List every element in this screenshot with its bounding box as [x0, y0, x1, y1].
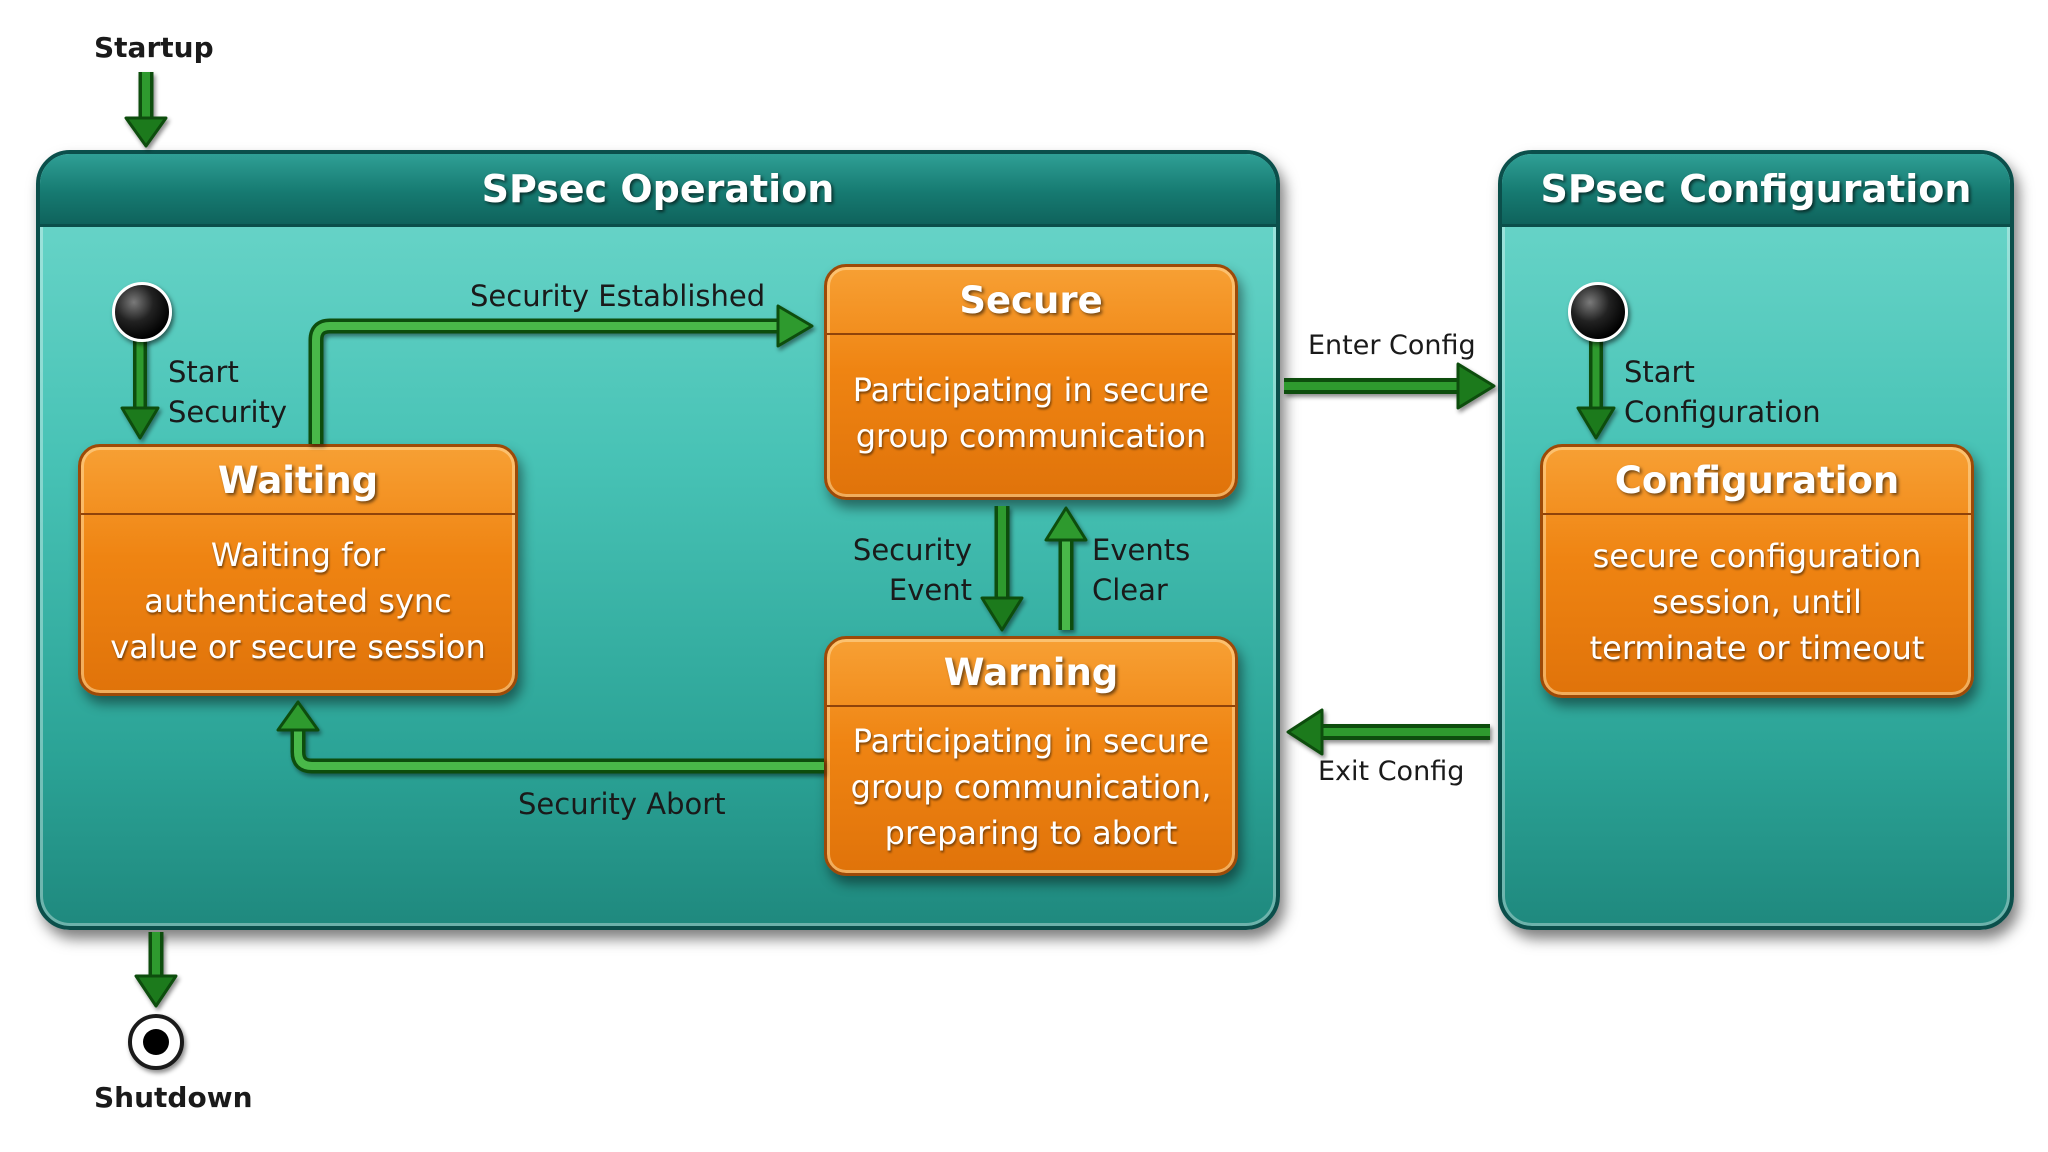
final-node-core	[143, 1029, 169, 1055]
spsec-configuration-title: SPsec Configuration	[1502, 154, 2010, 227]
state-warning: Warning Participating in secure group co…	[824, 636, 1238, 876]
state-waiting-title: Waiting	[81, 447, 515, 515]
startup-label: Startup	[94, 31, 214, 64]
startup-arrow	[124, 72, 168, 148]
enter-config-arrow	[1284, 362, 1496, 410]
start-security-label: Start Security	[168, 355, 288, 429]
shutdown-label: Shutdown	[94, 1081, 253, 1114]
spsec-operation-title: SPsec Operation	[40, 154, 1276, 227]
shutdown-final-node	[128, 1014, 184, 1070]
state-waiting: Waiting Waiting for authenticated sync v…	[78, 444, 518, 696]
security-abort-label: Security Abort	[518, 787, 726, 821]
events-clear-label: Events Clear	[1092, 533, 1191, 607]
state-secure-body: Participating in secure group communicat…	[841, 335, 1221, 491]
state-warning-title: Warning	[827, 639, 1235, 707]
security-established-label: Security Established	[470, 279, 766, 313]
start-configuration-label: Start Configuration	[1624, 355, 1821, 429]
state-secure: Secure Participating in secure group com…	[824, 264, 1238, 500]
state-configuration-title: Configuration	[1543, 447, 1971, 515]
shutdown-arrow	[134, 932, 178, 1008]
enter-config-label: Enter Config	[1308, 330, 1476, 361]
state-configuration: Configuration secure configuration sessi…	[1540, 444, 1974, 698]
state-warning-description: Participating in secure group communicat…	[850, 722, 1212, 852]
state-configuration-body: secure configuration session, until term…	[1557, 515, 1957, 689]
state-secure-title: Secure	[827, 267, 1235, 335]
state-waiting-body: Waiting for authenticated sync value or …	[95, 515, 501, 687]
exit-config-label: Exit Config	[1318, 756, 1465, 787]
security-event-label: Security Event	[852, 533, 972, 607]
exit-config-arrow	[1286, 708, 1490, 756]
state-warning-body: Participating in secure group communicat…	[841, 707, 1221, 867]
operation-initial-node	[112, 282, 172, 342]
configuration-initial-node	[1568, 282, 1628, 342]
state-configuration-description: secure configuration session, until term…	[1589, 537, 1925, 667]
state-waiting-description: Waiting for authenticated sync value or …	[110, 536, 486, 666]
state-secure-description: Participating in secure group communicat…	[852, 371, 1210, 455]
